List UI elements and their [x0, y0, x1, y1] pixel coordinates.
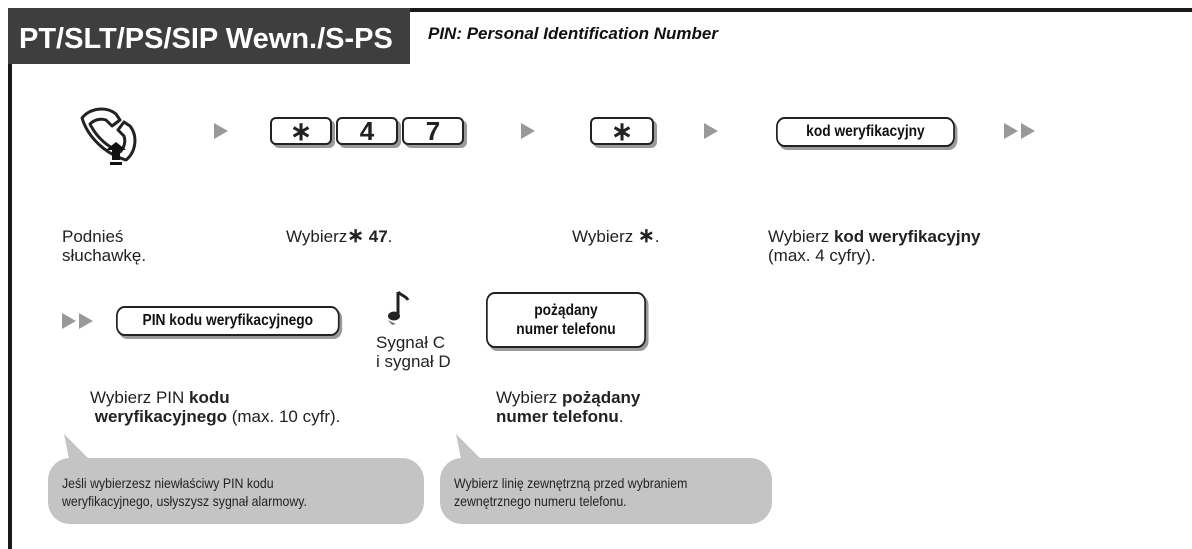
note-outside-line-text: Wybierz linię zewnętrzną przed wybraniem… — [454, 475, 688, 509]
key-star: ∗ — [270, 117, 332, 145]
page-title: PT/SLT/PS/SIP Wewn./S-PS — [8, 8, 410, 64]
pin-subtitle: PIN: Personal Identification Number — [428, 24, 718, 43]
double-arrow-right-icon-2 — [1021, 123, 1035, 139]
caption-dial-47: Wybierz∗ 47. — [286, 225, 393, 247]
arrow-right-icon — [521, 123, 535, 139]
bubble-tail — [456, 434, 486, 464]
double-arrow-right-icon — [62, 313, 76, 329]
bubble-tail — [64, 434, 94, 464]
key-7: 7 — [402, 117, 464, 145]
note-bubble-wrong-pin — [48, 458, 424, 524]
arrow-right-icon — [214, 123, 228, 139]
double-arrow-right-icon-2 — [79, 313, 93, 329]
key-star-2: ∗ — [590, 117, 654, 145]
caption-dial-verification-code: Wybierz kod weryfikacyjny(max. 4 cyfry). — [768, 227, 981, 265]
caption-dial-star: Wybierz ∗. — [572, 225, 660, 247]
frame-left-border — [8, 8, 12, 549]
note-bubble-outside-line — [440, 458, 772, 524]
star-symbol: ∗ — [637, 225, 655, 247]
star-symbol: ∗ — [347, 225, 365, 247]
music-note-icon — [388, 290, 410, 325]
double-arrow-right-icon — [1004, 123, 1018, 139]
frame-top-border — [8, 8, 1192, 12]
arrow-right-icon — [704, 123, 718, 139]
caption-dial-pin: Wybierz PIN kodu weryfikacyjnego (max. 1… — [90, 388, 341, 426]
key-4: 4 — [336, 117, 398, 145]
pin-verification-code-key: PIN kodu weryfikacyjnego — [116, 306, 340, 336]
handset-off-hook-icon — [80, 107, 137, 165]
verification-code-key: kod weryfikacyjny — [776, 117, 955, 147]
